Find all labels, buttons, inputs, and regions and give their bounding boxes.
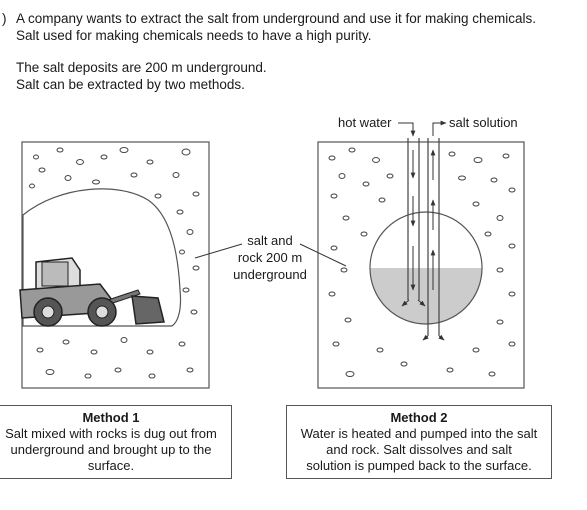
center-label-line1: salt and: [247, 233, 293, 248]
method1-title: Method 1: [82, 410, 140, 425]
leader-line-left: [194, 243, 243, 259]
method2-box: Method 2 Water is heated and pumped into…: [286, 405, 552, 479]
intro-line-4: Salt can be extracted by two methods.: [16, 77, 245, 92]
center-label-line3: underground: [233, 267, 307, 282]
method1-text: Salt mixed with rocks is dug out from un…: [5, 426, 217, 473]
salt-solution-label: salt solution: [449, 115, 518, 130]
method1-panel: [19, 141, 210, 389]
method2-title: Method 2: [390, 410, 448, 425]
center-label-line2: rock 200 m: [238, 250, 302, 265]
hot-water-label: hot water: [338, 115, 392, 130]
intro-line-1: A company wants to extract the salt from…: [16, 11, 537, 26]
method2-panel: [317, 138, 525, 389]
method2-text: Water is heated and pumped into the salt…: [300, 426, 538, 473]
intro-line-2: Salt used for making chemicals needs to …: [16, 28, 372, 43]
intro-line-3: The salt deposits are 200 m underground.: [16, 60, 267, 75]
method1-box: Method 1 Salt mixed with rocks is dug ou…: [0, 405, 232, 479]
leader-line-right: [299, 243, 347, 267]
digger-vehicle: [19, 257, 165, 327]
question-number: ): [2, 11, 7, 26]
